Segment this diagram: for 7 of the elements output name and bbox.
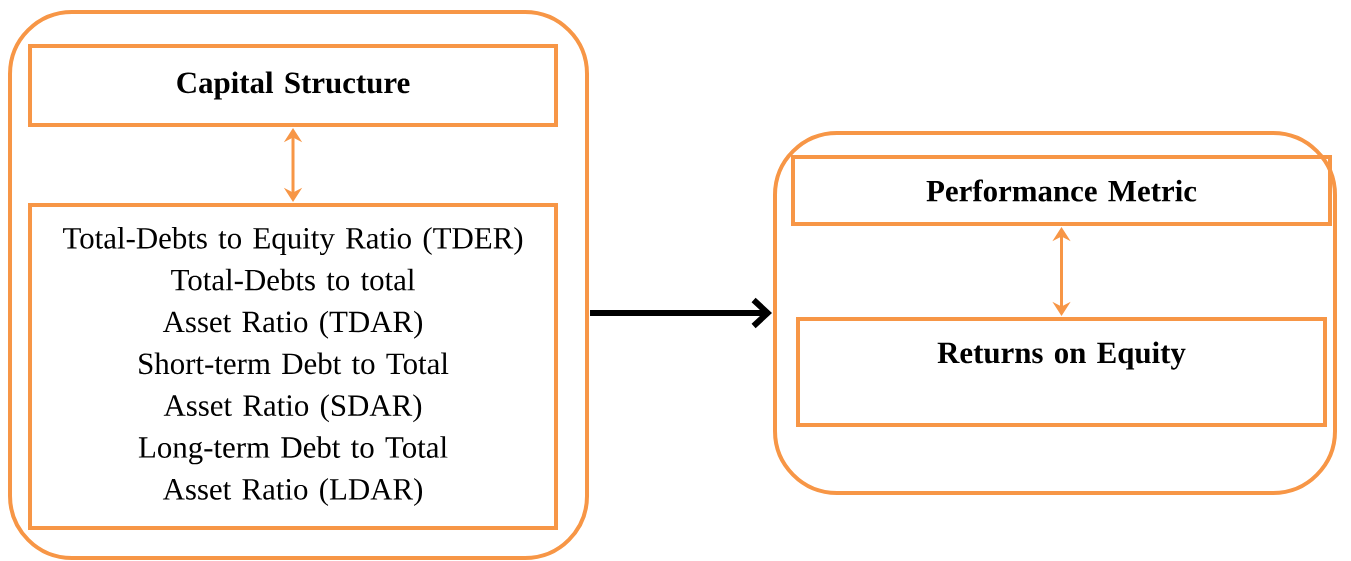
text-box: Returns on Equity	[796, 317, 1327, 427]
text-box: Total-Debts to Equity Ratio (TDER) Total-Debts to total Asset Ratio (TDAR) Short-term Debt to Total Asset Ratio (SDAR) Long-term Debt to Total Asset Ratio (LDAR)	[28, 203, 558, 530]
arrow	[590, 297, 772, 329]
rounded-panel	[773, 131, 1337, 495]
text-box: Capital Structure	[28, 44, 558, 127]
text-box: Performance Metric	[791, 155, 1332, 226]
rounded-panel	[8, 10, 589, 560]
